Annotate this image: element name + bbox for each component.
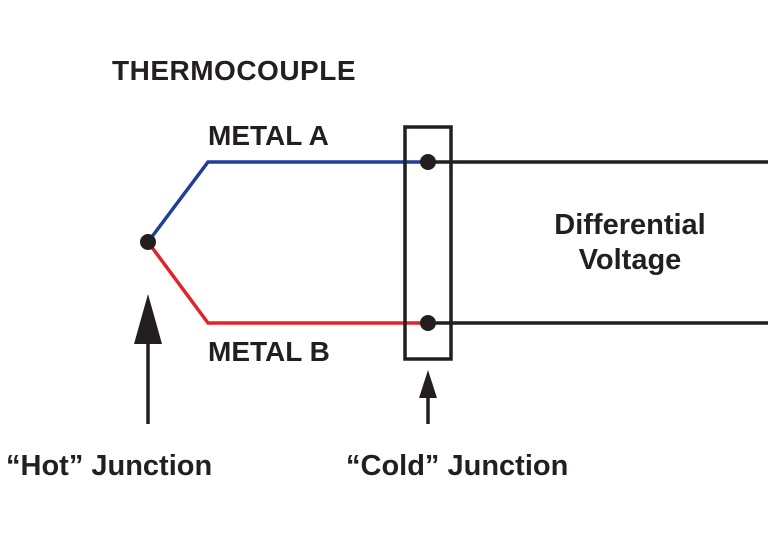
cold-junction-label: “Cold” Junction <box>346 450 569 482</box>
cold-junction-arrow-head <box>419 370 437 398</box>
metal-a-wire <box>146 160 428 244</box>
cold-junction-block <box>403 125 453 361</box>
cold-junction-upper-dot <box>420 154 436 170</box>
hot-junction-label: “Hot” Junction <box>6 450 213 482</box>
differential-voltage-line2: Voltage <box>578 243 682 276</box>
metal-a-label: METAL A <box>208 120 329 151</box>
hot-junction-arrow-head <box>134 294 162 344</box>
metal-b-label: METAL B <box>208 336 330 367</box>
cold-junction-lower-dot <box>420 315 436 331</box>
differential-voltage-label: Differential Voltage <box>530 208 730 278</box>
differential-voltage-line1: Differential <box>554 209 706 241</box>
diagram-title: THERMOCOUPLE <box>112 55 356 86</box>
hot-junction-dot <box>140 234 156 250</box>
metal-b-wire <box>146 240 428 325</box>
